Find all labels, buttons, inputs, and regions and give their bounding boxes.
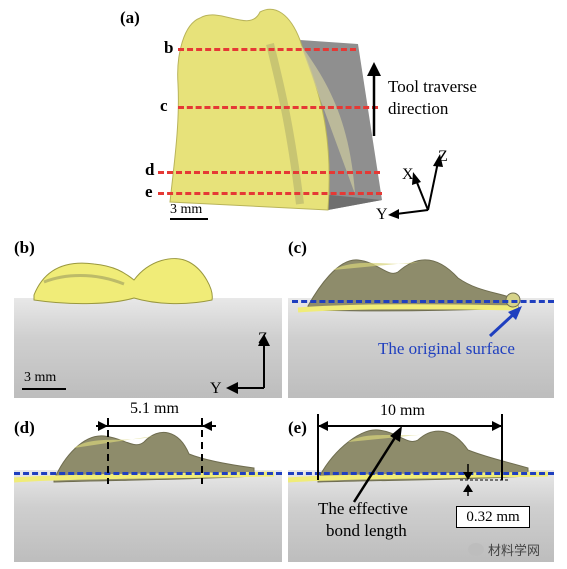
section-marker-b: b xyxy=(164,38,174,57)
panel-b-axis-y: Y xyxy=(210,380,222,397)
axis-z-label: Z xyxy=(438,148,448,165)
section-line-c xyxy=(178,106,378,109)
traverse-arrow-icon xyxy=(367,62,381,136)
panel-d-dimension-text: 5.1 mm xyxy=(130,400,179,417)
section-line-b xyxy=(178,48,356,51)
panel-e-dimension-text: 10 mm xyxy=(380,402,425,419)
panel-e-surface-line xyxy=(288,472,554,475)
panel-d-dimension-icon xyxy=(96,418,216,484)
panel-e-annotation-1: The effective xyxy=(318,499,408,518)
panel-a-scale-text: 3 mm xyxy=(170,202,203,217)
panel-c-surface-line xyxy=(292,300,554,303)
traverse-text-2: direction xyxy=(388,99,449,118)
panel-e-thickness-box: 0.32 mm xyxy=(456,506,530,528)
panel-b-deposit xyxy=(33,258,213,305)
panel-d-label: (d) xyxy=(14,418,35,437)
panel-b-axes-icon xyxy=(226,334,270,394)
section-marker-e: e xyxy=(145,182,153,201)
watermark-text: 材料学网 xyxy=(488,544,541,559)
panel-c-deposit xyxy=(297,259,521,313)
panel-d-substrate xyxy=(14,470,282,562)
panel-c-arrow-icon xyxy=(488,306,522,338)
panel-b-scalebar xyxy=(22,388,66,390)
panel-a-3d-render xyxy=(169,8,382,211)
panel-d-surface-line xyxy=(14,472,282,475)
section-marker-d: d xyxy=(145,160,155,179)
panel-a-label: (a) xyxy=(120,8,140,27)
wechat-icon xyxy=(468,543,484,556)
panel-b-scale-text: 3 mm xyxy=(24,370,57,385)
section-line-e xyxy=(158,192,382,195)
watermark: 材料学网 xyxy=(468,540,540,559)
panel-b-label: (b) xyxy=(14,238,35,257)
axes-triad-icon xyxy=(388,154,443,219)
panel-e-bond-arrow-icon xyxy=(352,426,402,503)
panel-a-scalebar xyxy=(170,218,208,220)
traverse-text-1: Tool traverse xyxy=(388,77,477,96)
panel-e-label: (e) xyxy=(288,418,307,437)
panel-b-axis-z: Z xyxy=(258,330,268,347)
panel-b-substrate xyxy=(14,298,282,398)
panel-e-annotation-2: bond length xyxy=(326,521,407,540)
axis-x-label: X xyxy=(402,166,414,183)
panel-c-label: (c) xyxy=(288,238,307,257)
panel-c-substrate xyxy=(288,298,554,398)
panel-c-annotation: The original surface xyxy=(378,339,515,358)
section-line-d xyxy=(158,171,380,174)
axis-y-label: Y xyxy=(376,206,388,223)
panel-e-thickness-icon xyxy=(460,464,508,496)
panel-e-dimension-icon xyxy=(317,414,503,480)
section-marker-c: c xyxy=(160,96,168,115)
panel-d-deposit xyxy=(14,432,275,483)
